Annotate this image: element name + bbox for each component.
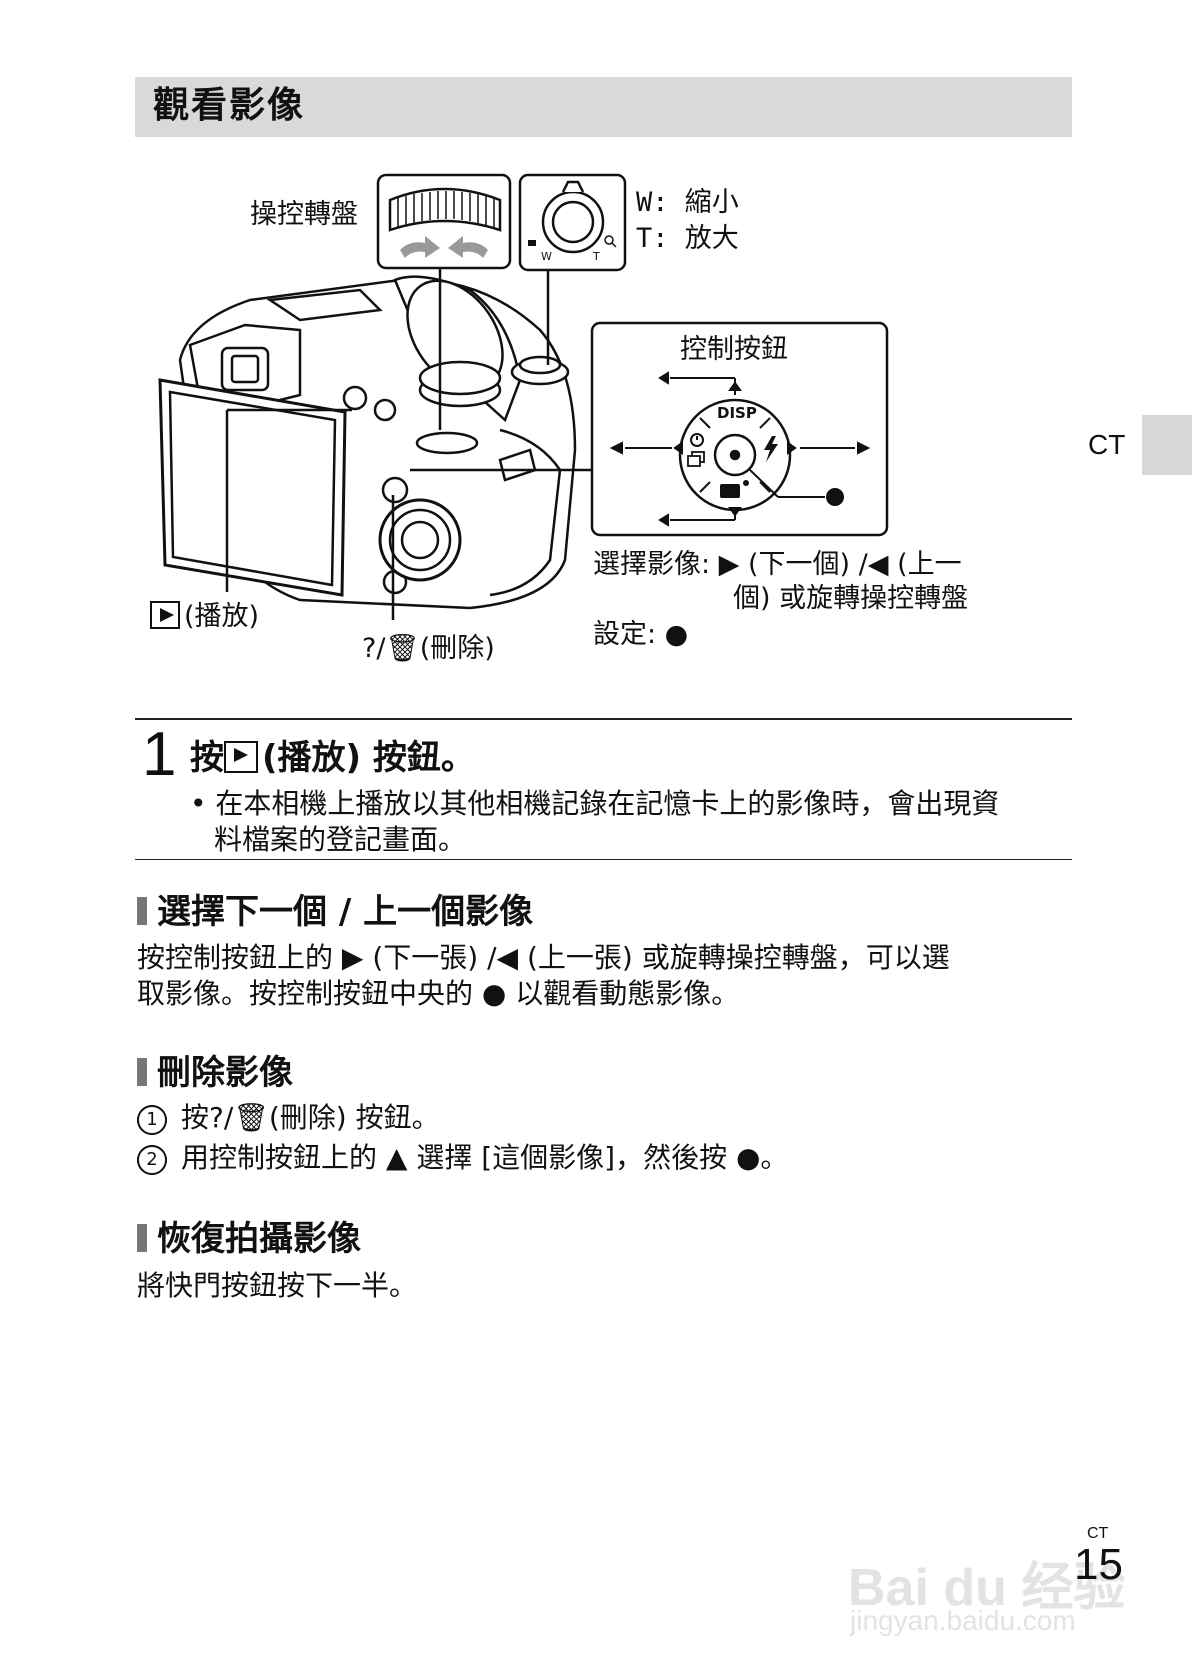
zoom-callout — [518, 173, 627, 272]
select-image-line1: 選擇影像: ▶ (下一個) /◀ (上一 — [593, 549, 962, 580]
step-note-line2: 料檔案的登記畫面。 — [214, 823, 467, 856]
playback-button-label: (播放) — [150, 600, 259, 634]
camera-diagram: W T DISP — [158, 173, 889, 620]
step-suffix: (播放) 按鈕。 — [262, 738, 475, 778]
section-title-restore: 恢復拍攝影像 — [137, 1218, 361, 1260]
playback-icon — [150, 601, 180, 629]
delete-step1-text: 按?/🗑(刪除) 按鈕。 — [181, 1101, 440, 1134]
camera-scene-icon — [720, 480, 749, 498]
step-circle-2: 2 — [137, 1145, 167, 1175]
set-label: 設定: ● — [593, 619, 689, 650]
section-marker — [137, 897, 147, 925]
step-circle-1: 1 — [137, 1105, 167, 1135]
zoom-t-mark: T — [592, 250, 600, 263]
side-tab — [1142, 415, 1192, 475]
control-button-label: 控制按鈕 — [680, 334, 788, 365]
step-note-line1: • 在本相機上播放以其他相機記錄在記憶卡上的影像時，會出現資 — [190, 787, 1000, 820]
delete-step1: 1 按?/🗑(刪除) 按鈕。 — [137, 1100, 440, 1136]
burst-icon — [687, 451, 705, 467]
zoom-w-label: W: 縮小 — [636, 187, 739, 218]
step-number: 1 — [142, 720, 177, 789]
page-ct: CT — [1087, 1525, 1109, 1542]
section-marker — [137, 1224, 147, 1252]
playback-label-text: (播放) — [184, 601, 260, 632]
zoom-t-label: T: 放大 — [636, 223, 739, 254]
camera-illustration — [158, 275, 577, 610]
next-prev-line2: 取影像。按控制按鈕中央的 ● 以觀看動態影像。 — [137, 977, 740, 1010]
watermark-brand: Bai du 经验 — [848, 1559, 1126, 1617]
next-prev-line1: 按控制按鈕上的 ▶ (下一張) /◀ (上一張) 或旋轉操控轉盤，可以選 — [137, 941, 950, 974]
section-title-delete: 刪除影像 — [137, 1052, 293, 1094]
side-tab-label: CT — [1088, 429, 1126, 460]
section-title-text: 選擇下一個 / 上一個影像 — [157, 892, 534, 932]
page-title: 觀看影像 — [153, 85, 306, 126]
select-image-line2: 個) 或旋轉操控轉盤 — [733, 583, 969, 614]
watermark-url: jingyan.baidu.com — [850, 1605, 1076, 1636]
section-title-text: 恢復拍攝影像 — [157, 1219, 361, 1259]
zoom-w-mark: W — [541, 250, 552, 263]
disp-text: DISP — [717, 404, 757, 422]
step-note: • 在本相機上播放以其他相機記錄在記憶卡上的影像時，會出現資 料檔案的登記畫面。 — [190, 786, 1070, 858]
delete-button-label: ?/🗑(刪除) — [362, 633, 495, 664]
divider-bottom — [135, 859, 1072, 860]
section-title-next-prev: 選擇下一個 / 上一個影像 — [137, 891, 533, 933]
section-title-text: 刪除影像 — [157, 1053, 293, 1093]
header-bar — [135, 77, 1072, 137]
timer-icon — [690, 433, 704, 447]
step-prefix: 按 — [190, 738, 224, 778]
step-instruction: 按 (播放) 按鈕。 — [190, 737, 475, 779]
delete-step2: 2 用控制按鈕上的 ▲ 選擇 [這個影像]，然後按 ●。 — [137, 1140, 788, 1176]
restore-line1: 將快門按鈕按下一半。 — [137, 1269, 418, 1302]
page-number: 15 — [1074, 1540, 1123, 1589]
section-marker — [137, 1058, 147, 1086]
delete-step2-text: 用控制按鈕上的 ▲ 選擇 [這個影像]，然後按 ●。 — [181, 1141, 789, 1174]
dial-label: 操控轉盤 — [250, 199, 358, 230]
playback-icon — [224, 741, 258, 773]
dial-callout — [376, 173, 512, 270]
control-arrows — [609, 371, 871, 527]
flash-icon — [764, 436, 778, 462]
divider-top — [135, 718, 1072, 720]
